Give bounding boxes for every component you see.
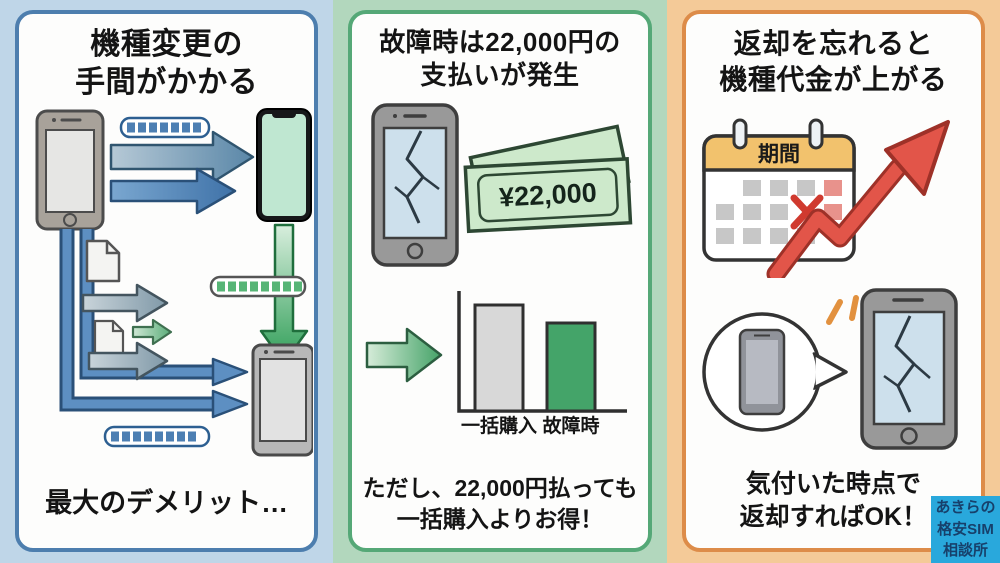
panel2-footer: ただし、22,000円払っても 一括購入よりお得！ — [362, 473, 637, 534]
panel-forget-return: 返却を忘れると 機種代金が上がる 期間 — [666, 0, 1000, 563]
panel1-footer-line1: 最大のデメリット… — [45, 488, 289, 519]
panel2-title-line2: 支払いが発生 — [420, 60, 580, 91]
panel3-footer-line2: 返却すればOK！ — [739, 503, 928, 531]
alert-sparks-icon — [826, 294, 860, 325]
card-breakage-fee: 故障時は22,000円の 支払いが発生 — [348, 10, 652, 552]
new-phone-icon — [255, 107, 312, 222]
deadline-price-rise-illustration: 期間 — [702, 118, 951, 278]
card-forget-return: 返却を忘れると 機種代金が上がる 期間 — [681, 10, 985, 552]
compare-arrow-icon — [365, 327, 443, 382]
banknote-amount-label: ¥22,000 — [498, 177, 597, 212]
panel1-footer: 最大のデメリット… — [45, 486, 288, 522]
panel3-footer: 気付いた時点で 返却すればOK！ — [740, 468, 928, 534]
brand-badge: あきらの 格安SIM 相談所 — [931, 496, 1000, 563]
document-icon — [93, 319, 124, 356]
transfer-arrow-icon — [109, 167, 236, 215]
calendar-period-label: 期間 — [758, 143, 800, 166]
panel2-title: 故障時は22,000円の 支払いが発生 — [379, 26, 621, 93]
progress-bar-icon — [119, 116, 210, 139]
document-icon — [85, 239, 120, 283]
panel-breakage-fee: 故障時は22,000円の 支払いが発生 — [333, 0, 667, 563]
bent-arrow-icon — [59, 228, 248, 419]
brand-badge-line1: あきらの — [935, 498, 996, 516]
copy-arrow-icon — [81, 283, 168, 323]
panel1-title-line2: 手間がかかる — [75, 66, 259, 100]
broken-phone-payment-illustration: ¥22,000 — [371, 102, 633, 267]
panel-model-change: 機種変更の 手間がかかる — [0, 0, 334, 563]
panel1-title: 機種変更の 手間がかかる — [75, 26, 258, 103]
price-comparison-bar-chart: 一括購入 故障時 — [365, 290, 627, 435]
bar-at-breakage — [545, 321, 597, 413]
bar-label-breakage: 故障時 — [542, 414, 599, 435]
calendar-icon: 期間 — [702, 118, 857, 262]
panel3-title: 返却を忘れると 機種代金が上がる — [719, 26, 947, 98]
copy-arrow-icon — [87, 341, 168, 381]
cracked-phone-icon — [860, 287, 959, 450]
calendar-days — [716, 179, 843, 244]
panel3-footer-line1: 気付いた時点で — [745, 470, 921, 498]
panel2-footer-line2: 一括購入よりお得！ — [396, 505, 604, 532]
bar-lump-sum-purchase — [473, 303, 525, 413]
banknote-icon: ¥22,000 — [463, 123, 633, 233]
progress-bar-green-icon — [209, 275, 306, 298]
panel3-title-line1: 返却を忘れると — [733, 28, 934, 59]
progress-bar-icon — [103, 425, 210, 448]
copy-arrow-green-icon — [131, 318, 172, 345]
panel3-title-line2: 機種代金が上がる — [719, 63, 948, 95]
replacement-phone-icon — [251, 343, 313, 457]
phone-to-return-icon — [739, 328, 786, 415]
panel1-title-line1: 機種変更の — [90, 28, 243, 61]
cracked-phone-icon — [371, 102, 459, 267]
panel2-footer-line1: ただし、22,000円払っても — [362, 475, 638, 502]
remember-return-illustration — [702, 287, 959, 450]
data-transfer-diagram — [35, 107, 313, 457]
transfer-arrow-icon — [109, 130, 254, 184]
brand-badge-line2: 格安SIM — [937, 520, 994, 538]
bar-label-lump-sum: 一括購入 — [461, 414, 537, 435]
panel2-title-line1: 故障時は22,000円の — [379, 27, 621, 57]
card-model-change: 機種変更の 手間がかかる — [15, 10, 319, 552]
old-phone-icon — [35, 109, 105, 231]
price-rise-arrow-icon — [766, 119, 951, 278]
brand-badge-line3: 相談所 — [942, 542, 988, 560]
